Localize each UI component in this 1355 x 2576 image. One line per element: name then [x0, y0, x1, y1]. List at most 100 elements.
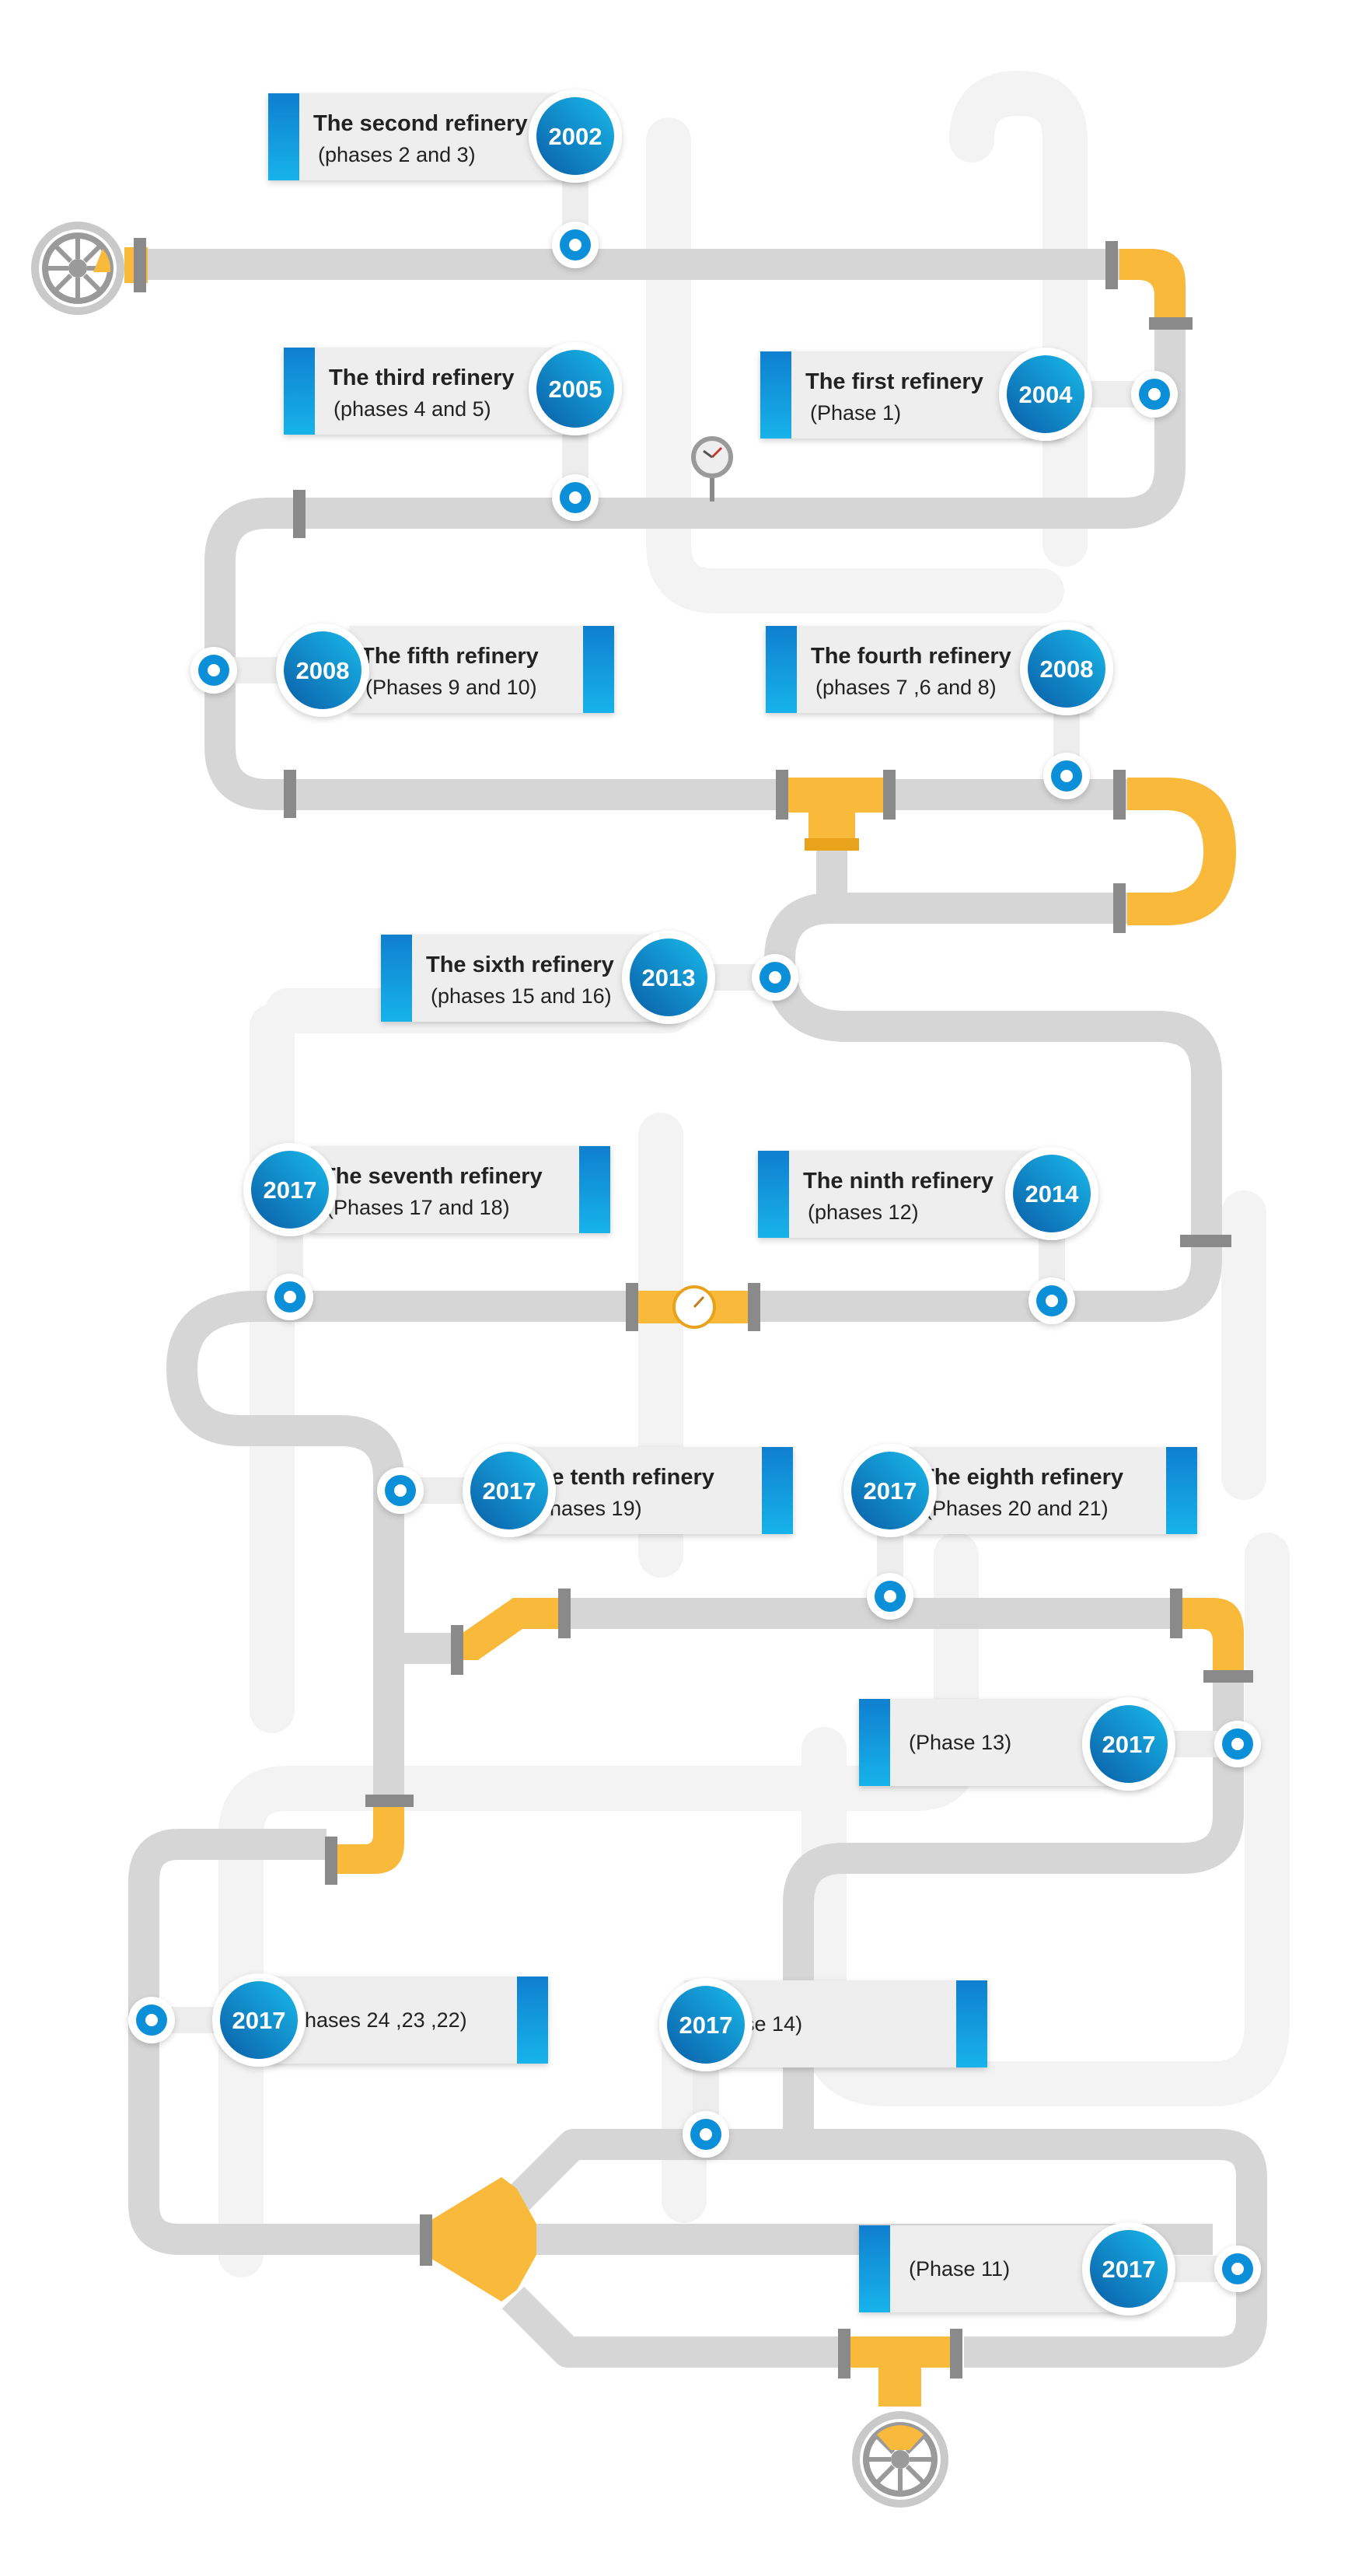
connector-node-core	[569, 491, 581, 504]
flange	[1113, 770, 1126, 820]
milestone-tab	[517, 1977, 548, 2064]
pipe-segment-s-bend	[166, 1291, 404, 1812]
milestone-title: The fourth refinery	[811, 644, 1011, 669]
year-label: 2017	[679, 2012, 733, 2039]
connector-node-core	[145, 2014, 158, 2026]
year-badge	[1028, 630, 1105, 708]
year-badge	[630, 938, 707, 1016]
milestone-phases: (Phases 9 and 10)	[365, 676, 537, 699]
year-badge	[536, 350, 614, 428]
milestone-title: The third refinery	[329, 365, 515, 390]
u-bend-fitting	[1127, 778, 1236, 925]
year-label: 2017	[1102, 1731, 1156, 1758]
connector-node-core	[700, 2128, 712, 2141]
year-badge	[470, 1452, 548, 1529]
milestone-tab	[762, 1447, 793, 1534]
flange	[1105, 241, 1118, 289]
year-label: 2005	[549, 376, 602, 403]
milestone-card	[268, 1977, 548, 2064]
pipe-segment-row2	[204, 327, 1186, 810]
connector-node-core	[394, 1484, 407, 1497]
elbow-fitting	[1182, 1598, 1244, 1672]
connector-node-core	[1060, 770, 1073, 782]
milestone-tab	[284, 348, 315, 435]
year-label: 2002	[549, 123, 602, 150]
milestone-tab	[268, 93, 299, 180]
milestone-fifth-refinery: The fifth refinery (Phases 9 and 10) 2008	[190, 624, 614, 717]
milestone-second-refinery: The second refinery (phases 2 and 3) 2002	[268, 89, 622, 268]
milestone-title: The fifth refinery	[361, 644, 539, 669]
flange	[325, 1837, 337, 1885]
flange	[451, 1625, 463, 1675]
connector-node-core	[884, 1590, 896, 1603]
valve-wheel-icon	[31, 222, 124, 315]
flange	[420, 2214, 432, 2266]
pipe-fittings	[124, 238, 1253, 2406]
milestone-tab	[760, 351, 791, 439]
milestones-layer: The second refinery(phases 2 and 3)2002T…	[128, 89, 1261, 2316]
milestone-eighth-refinery: The eighth refinery(Phases 20 and 21)201…	[843, 1444, 1197, 1620]
milestone-tab	[381, 935, 412, 1022]
flange	[134, 238, 146, 292]
year-badge	[284, 631, 361, 709]
milestone-tab	[859, 1699, 890, 1786]
connector-node-core	[569, 239, 581, 251]
milestone-tab	[859, 2225, 890, 2312]
milestone-phases: (phases 2 and 3)	[318, 143, 476, 166]
milestone-seventh-refinery: The seventh refinery (Phases 17 and 18) 20…	[243, 1143, 610, 1320]
milestone-tab	[1166, 1447, 1197, 1534]
pipe-segment-row7	[389, 1598, 1174, 1664]
milestone-title: The tenth refinery	[524, 1465, 714, 1490]
milestone-title: The second refinery	[313, 111, 528, 136]
wye-fitting	[431, 2177, 536, 2302]
year-badge	[251, 1151, 329, 1229]
year-badge	[220, 1981, 298, 2059]
milestone-tab	[956, 1980, 987, 2067]
milestone-title: The seventh refinery	[322, 1164, 543, 1189]
pressure-gauge-icon	[691, 436, 733, 478]
year-label: 2008	[1040, 655, 1094, 683]
flange	[883, 770, 896, 820]
milestone-phases: (phases 4 and 5)	[334, 397, 491, 421]
milestone-tab	[766, 626, 797, 713]
milestone-phase-11: (Phase 11)2017	[859, 2222, 1261, 2316]
milestone-card	[350, 626, 614, 713]
elbow-fitting	[334, 1804, 404, 1874]
flange	[1113, 883, 1126, 933]
connector-node-core	[1231, 1738, 1244, 1750]
milestone-card	[513, 1447, 793, 1534]
milestone-phases: (Phases 17 and 18)	[327, 1196, 510, 1219]
connector-node-core	[284, 1291, 296, 1303]
pressure-gauge-stem	[710, 467, 714, 502]
year-label: 2017	[864, 1477, 917, 1505]
diagonal-fitting	[463, 1598, 560, 1660]
year-label: 2017	[483, 1477, 536, 1505]
pipe-segment-left-loop	[128, 1829, 420, 2255]
milestone-fourth-refinery: The fourth refinery(phases 7 ,6 and 8)20…	[766, 622, 1113, 799]
milestone-phases: (Phases 20 and 21)	[925, 1497, 1109, 1520]
year-label: 2013	[642, 964, 696, 991]
flange	[1180, 1235, 1231, 1247]
connector-node-core	[208, 664, 220, 676]
year-badge	[851, 1452, 929, 1529]
year-label: 2008	[296, 657, 350, 684]
milestone-card	[910, 1447, 1197, 1534]
flange	[365, 1795, 414, 1807]
year-label: 2017	[232, 2007, 286, 2034]
milestone-card	[311, 1146, 610, 1233]
milestone-phases-24-23-22: (Phases 24 ,23 ,22)2017	[128, 1973, 548, 2067]
milestone-phases: (Phase 11)	[909, 2257, 1010, 2281]
year-badge	[1090, 2230, 1168, 2308]
flange	[293, 490, 306, 538]
milestone-title: The ninth refinery	[803, 1169, 994, 1194]
valve-wheel-icon	[852, 2411, 948, 2508]
connector-node-core	[769, 971, 781, 984]
pipe-segment-right-down	[783, 1664, 1244, 2130]
year-label: 2017	[264, 1176, 317, 1204]
year-badge	[667, 1986, 745, 2064]
connector-node-core	[1046, 1295, 1058, 1307]
milestone-tenth-refinery: The tenth refinery(Phases 19)2017	[377, 1444, 793, 1537]
milestone-tab	[583, 626, 614, 713]
tee-fitting	[847, 2337, 952, 2406]
